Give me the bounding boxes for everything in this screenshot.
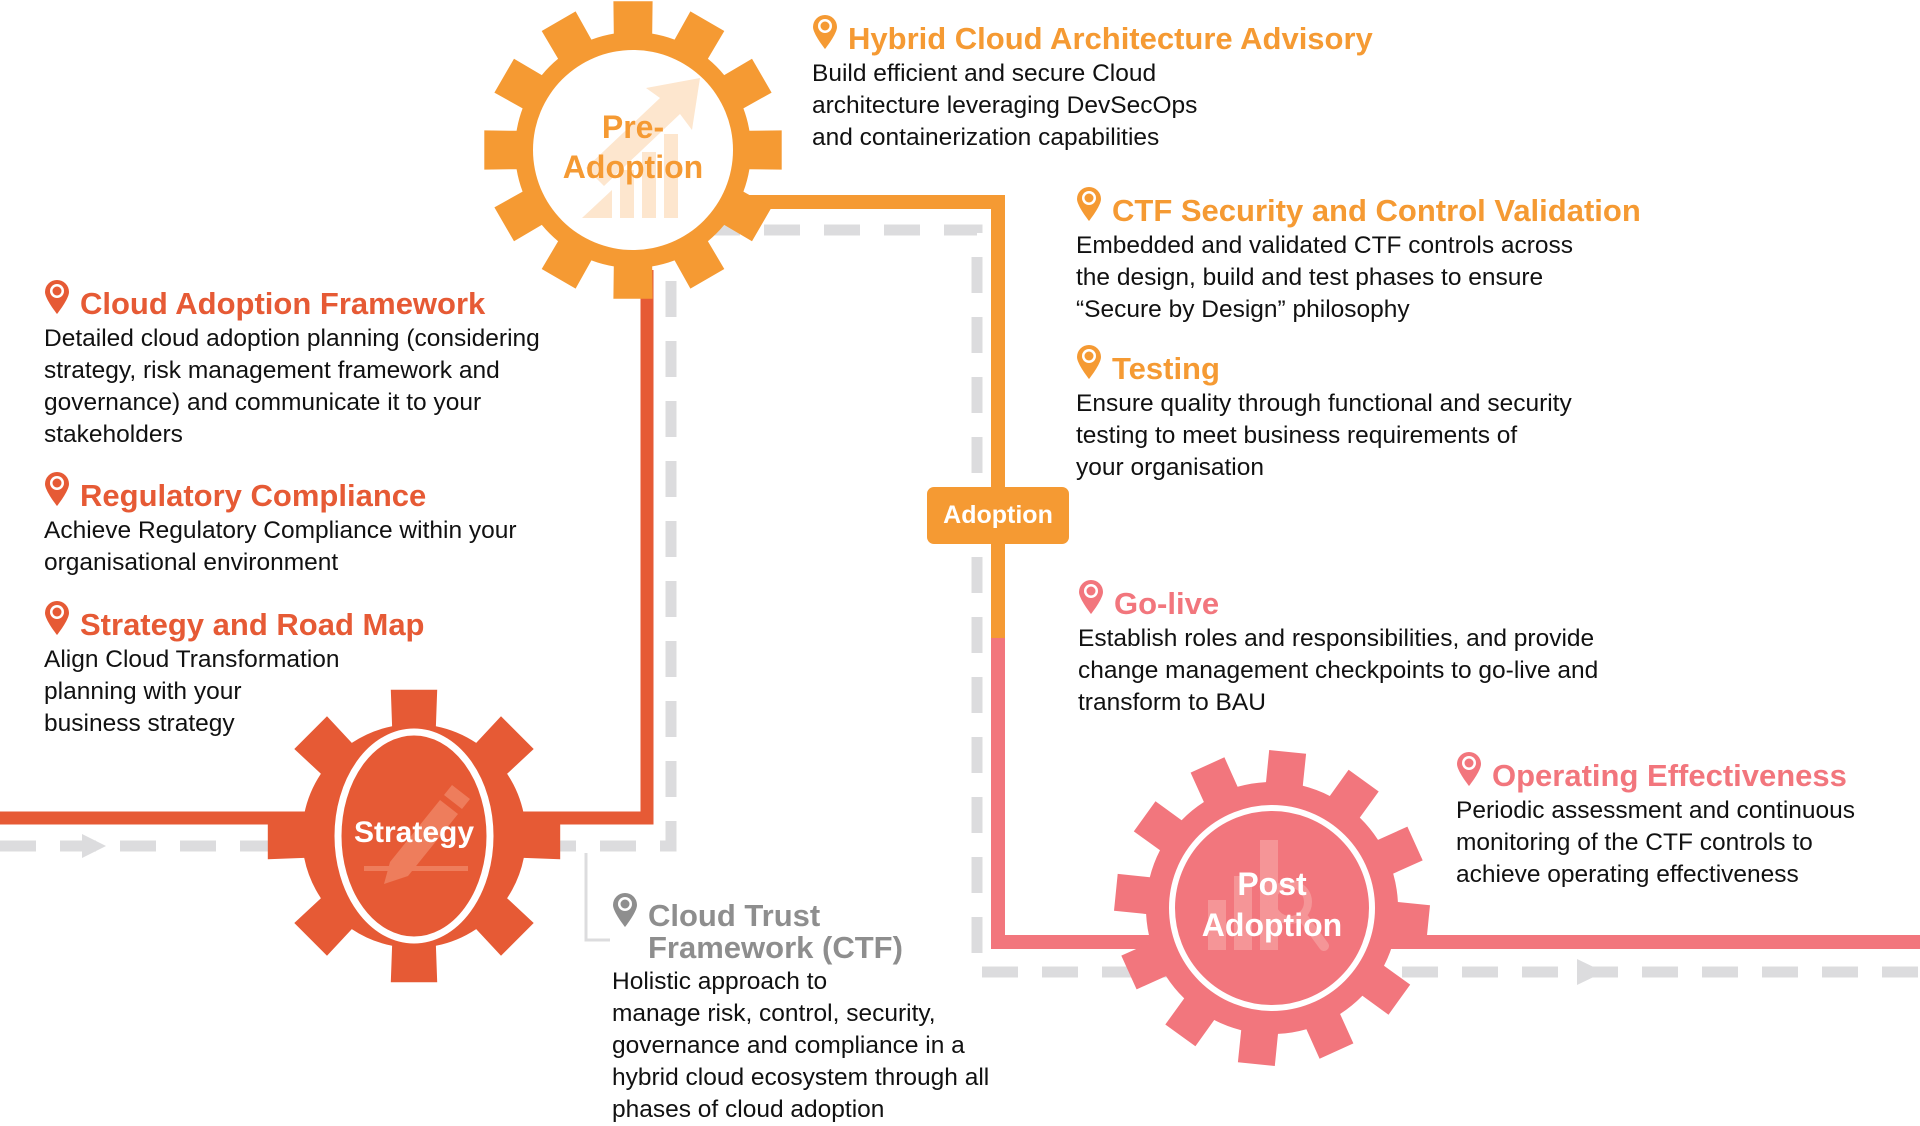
post-adoption-label-line2: Adoption <box>1202 907 1342 943</box>
section-go-live: Go-live Establish roles and responsibili… <box>1078 580 1599 719</box>
section-line: Ensure quality through functional and se… <box>1076 390 1572 417</box>
strategy-path <box>0 270 654 825</box>
section-cloud-adoption-framework: Cloud Adoption Framework Detailed cloud … <box>44 280 540 451</box>
section-line: Align Cloud Transformation <box>44 646 340 673</box>
section-line: monitoring of the CTF controls to <box>1456 829 1813 856</box>
location-pin-icon <box>1079 580 1103 614</box>
section-line: architecture leveraging DevSecOps <box>812 92 1198 119</box>
location-pin-icon <box>1457 752 1481 786</box>
section-title: Cloud Adoption Framework <box>80 286 486 321</box>
bar-chart-magnifier-icon <box>1208 840 1329 951</box>
section-testing: Testing Ensure quality through functiona… <box>1076 345 1572 484</box>
location-pin-icon <box>613 893 637 927</box>
section-title-line2: Framework (CTF) <box>648 930 903 965</box>
pencil-icon <box>364 785 470 884</box>
post-adoption-path <box>991 638 1920 949</box>
adoption-badge: Adoption <box>927 487 1069 544</box>
section-title: Operating Effectiveness <box>1492 758 1847 793</box>
section-line: governance and compliance in a <box>612 1032 965 1059</box>
section-title: CTF Security and Control Validation <box>1112 193 1641 228</box>
section-title: Hybrid Cloud Architecture Advisory <box>848 21 1373 56</box>
section-line: planning with your <box>44 678 242 705</box>
post-adoption-label-line1: Post <box>1237 866 1307 902</box>
dashed-arrow-left <box>82 834 106 858</box>
location-pin-icon <box>1077 187 1101 221</box>
section-line: Holistic approach to <box>612 968 828 995</box>
section-title: Go-live <box>1114 586 1220 621</box>
section-title-line1: Cloud Trust <box>648 898 821 933</box>
section-line: the design, build and test phases to ens… <box>1076 264 1544 291</box>
section-line: change management checkpoints to go-live… <box>1078 657 1599 684</box>
section-line: Periodic assessment and continuous <box>1456 797 1856 824</box>
section-title: Testing <box>1112 351 1220 386</box>
section-line: testing to meet business requirements of <box>1076 422 1518 449</box>
section-line: phases of cloud adoption <box>612 1096 885 1123</box>
adoption-path <box>720 195 1005 640</box>
section-line: Embedded and validated CTF controls acro… <box>1076 232 1574 259</box>
ctf-connector-line <box>584 853 610 942</box>
section-line: Detailed cloud adoption planning (consid… <box>44 325 540 352</box>
section-strategy-road-map: Strategy and Road Map Align Cloud Transf… <box>44 601 425 740</box>
section-line: manage risk, control, security, <box>612 1000 936 1027</box>
section-operating-effectiveness: Operating Effectiveness Periodic assessm… <box>1456 752 1856 891</box>
section-line: business strategy <box>44 710 235 737</box>
section-line: Achieve Regulatory Compliance within you… <box>44 517 517 544</box>
section-title: Strategy and Road Map <box>80 607 425 642</box>
section-line: transform to BAU <box>1078 689 1266 716</box>
section-line: achieve operating effectiveness <box>1456 861 1799 888</box>
section-line: “Secure by Design” philosophy <box>1076 296 1410 323</box>
section-line: stakeholders <box>44 421 183 448</box>
location-pin-icon <box>45 472 69 506</box>
dashed-arrow-right <box>1577 959 1604 985</box>
section-title: Regulatory Compliance <box>80 478 427 513</box>
section-line: organisational environment <box>44 549 339 576</box>
section-line: governance) and communicate it to your <box>44 389 482 416</box>
section-ctf-security: CTF Security and Control Validation Embe… <box>1076 187 1641 326</box>
gear-ring <box>334 728 494 944</box>
section-line: your organisation <box>1076 454 1264 481</box>
growth-chart-icon <box>582 78 700 218</box>
section-line: hybrid cloud ecosystem through all <box>612 1064 990 1091</box>
pre-adoption-label-line2: Adoption <box>563 149 703 185</box>
strategy-gear-label: Strategy <box>354 816 474 849</box>
section-line: Establish roles and responsibilities, an… <box>1078 625 1595 652</box>
section-line: and containerization capabilities <box>812 124 1160 151</box>
section-line: strategy, risk management framework and <box>44 357 500 384</box>
location-pin-icon <box>813 15 837 49</box>
location-pin-icon <box>1077 345 1101 379</box>
section-hybrid-cloud: Hybrid Cloud Architecture Advisory Build… <box>812 15 1373 154</box>
gear-ring <box>1169 805 1375 1011</box>
location-pin-icon <box>45 280 69 314</box>
section-line: Build efficient and secure Cloud <box>812 60 1157 87</box>
section-regulatory-compliance: Regulatory Compliance Achieve Regulatory… <box>44 472 517 579</box>
pre-adoption-label-line1: Pre- <box>602 109 664 145</box>
location-pin-icon <box>45 601 69 635</box>
